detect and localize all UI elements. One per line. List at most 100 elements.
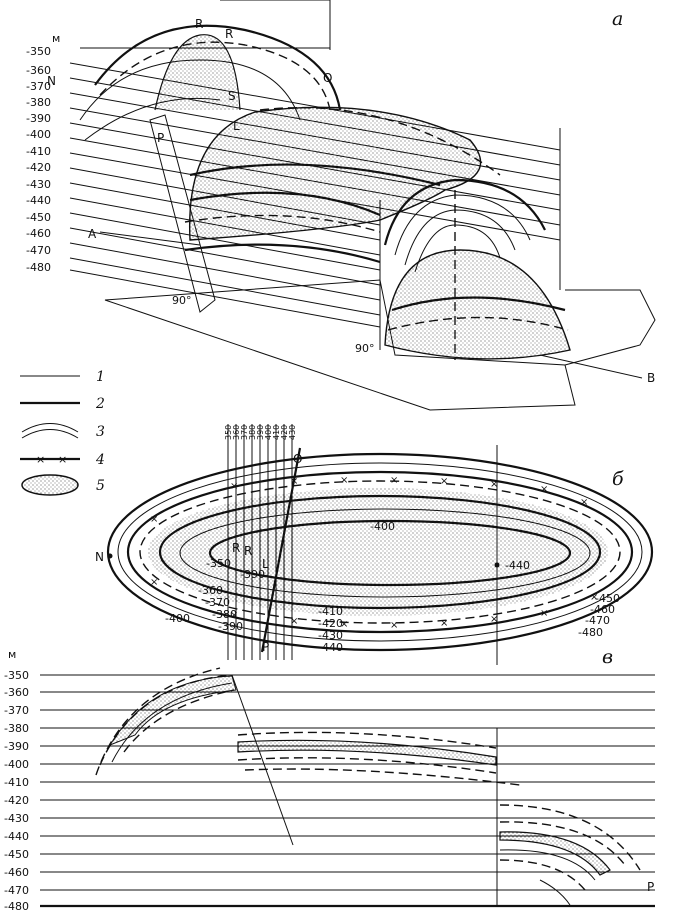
ore-body-plan: [148, 488, 608, 616]
svg-text:-460: -460: [590, 603, 615, 616]
svg-text:-410: -410: [26, 145, 51, 158]
point-R: R: [195, 17, 203, 31]
svg-text:×: ×: [490, 614, 498, 625]
svg-text:N: N: [95, 550, 104, 564]
legend-symbol-4: × ×: [20, 453, 80, 466]
point-R1: R: [225, 27, 233, 41]
svg-text:380: 380: [248, 425, 257, 440]
fault-plane: [149, 114, 216, 313]
svg-text:-390: -390: [240, 568, 265, 581]
contour-450: [139, 480, 621, 624]
svg-text:×: ×: [340, 619, 348, 630]
fault-band-plan: [227, 424, 498, 665]
svg-text:-440: -440: [318, 641, 343, 654]
svg-text:-400: -400: [165, 612, 190, 625]
section-point-P: P: [647, 880, 654, 894]
point-N: N: [47, 74, 56, 88]
svg-text:×: ×: [390, 620, 398, 631]
contour-420: [179, 508, 591, 598]
angle-right: 90°: [355, 342, 375, 355]
svg-text:-390: -390: [4, 740, 29, 753]
svg-text:410: 410: [272, 425, 281, 440]
svg-text:-350: -350: [206, 557, 231, 570]
svg-text:×: ×: [390, 475, 398, 486]
point-L: L: [233, 119, 240, 133]
svg-text:×: ×: [540, 608, 548, 619]
contour-470: [117, 462, 643, 642]
contour-480: [106, 452, 654, 652]
svg-text:-390: -390: [218, 620, 243, 633]
legend-num-2: 2: [95, 396, 105, 412]
svg-text:P: P: [262, 640, 269, 654]
svg-text:-480: -480: [578, 626, 603, 639]
point-N-plan: [107, 553, 113, 559]
section-middle-band: [237, 731, 521, 786]
fault-tick-labels: 350 360 370 380 390 400 410 420 430: [224, 425, 297, 440]
panel-a-letter: а: [612, 8, 623, 30]
svg-text:×: ×: [490, 479, 498, 490]
angle-left: 90°: [172, 294, 192, 307]
svg-text:м: м: [8, 648, 16, 661]
dome-left-outer: [94, 24, 342, 111]
svg-text:O: O: [293, 452, 302, 466]
svg-text:-440: -440: [505, 559, 530, 572]
svg-text:-350: -350: [4, 669, 29, 682]
svg-text:-380: -380: [4, 722, 29, 735]
svg-text:-390: -390: [26, 112, 51, 125]
svg-text:-360: -360: [198, 584, 223, 597]
contour-400: [208, 519, 572, 587]
svg-text:-480: -480: [26, 261, 51, 274]
elevation-scale-a: м -350 -360 -370 -380 -390 -400 -410 -42…: [26, 32, 60, 274]
panel-b-plan: б ××× ××× ××× ××× ××× ×××: [95, 424, 654, 665]
svg-text:-370: -370: [205, 596, 230, 609]
point-A: A: [88, 227, 97, 241]
svg-text:-360: -360: [26, 64, 51, 77]
svg-text:×: ×: [540, 484, 548, 495]
point-O: O: [323, 71, 332, 85]
svg-text:-430: -430: [4, 812, 29, 825]
point-P: P: [157, 131, 164, 145]
legend-symbol-5: [21, 474, 79, 496]
section-level-lines: [40, 674, 655, 908]
contour-460: [126, 470, 634, 634]
point-B: B: [647, 371, 655, 385]
dome-right-layer: [384, 249, 571, 360]
ground-plane-right: [564, 289, 656, 366]
svg-text:L: L: [262, 557, 269, 571]
svg-text:×: ×: [150, 577, 158, 588]
plan-contour-labels: -350 -360 -370 -380 -390 -390 -400 -400 …: [165, 520, 620, 654]
svg-text:×: ×: [440, 618, 448, 629]
svg-text:-400: -400: [370, 520, 395, 533]
svg-text:-430: -430: [318, 629, 343, 642]
svg-text:-450: -450: [26, 211, 51, 224]
section-right-arcs: [499, 804, 641, 906]
svg-text:360: 360: [232, 425, 241, 440]
panel-a-block-diagram: а: [26, 0, 656, 411]
svg-text:-370: -370: [26, 80, 51, 93]
legend-num-1: 1: [96, 369, 105, 385]
svg-text:×: ×: [58, 453, 67, 466]
svg-text:-460: -460: [26, 227, 51, 240]
svg-text:×: ×: [230, 481, 238, 492]
svg-text:390: 390: [256, 425, 265, 440]
svg-text:×: ×: [36, 453, 45, 466]
svg-text:-400: -400: [26, 128, 51, 141]
svg-text:×: ×: [440, 476, 448, 487]
svg-text:-470: -470: [585, 614, 610, 627]
section-left-arcs: [95, 667, 237, 776]
svg-text:-350: -350: [26, 45, 51, 58]
svg-text:-420: -420: [318, 617, 343, 630]
svg-text:-470: -470: [26, 244, 51, 257]
svg-text:-410: -410: [318, 605, 343, 618]
svg-text:×: ×: [230, 610, 238, 621]
svg-text:-480: -480: [4, 900, 29, 913]
svg-text:×: ×: [150, 514, 158, 525]
svg-text:×: ×: [290, 616, 298, 627]
dome-left-layer: [154, 34, 241, 111]
panel-b-letter: б: [612, 468, 624, 490]
svg-text:420: 420: [280, 425, 289, 440]
svg-text:-470: -470: [4, 884, 29, 897]
svg-text:-440: -440: [26, 194, 51, 207]
svg-text:-450: -450: [595, 592, 620, 605]
svg-text:м: м: [52, 32, 60, 45]
